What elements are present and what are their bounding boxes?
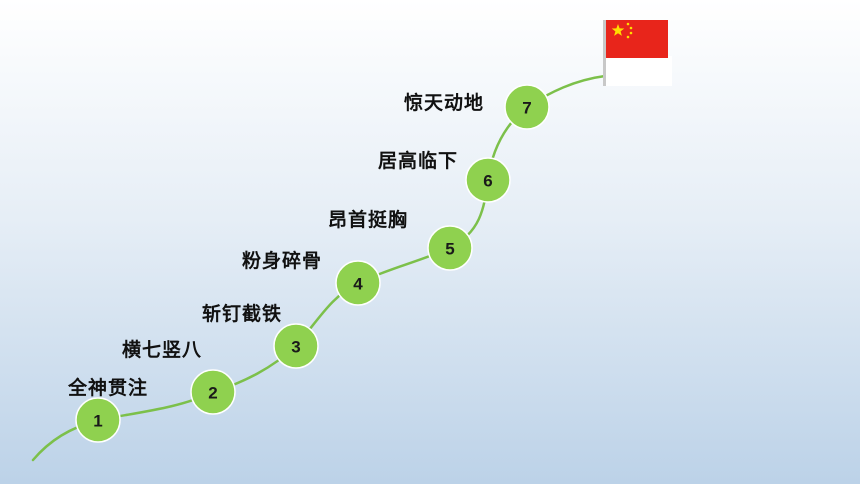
step-label: 全神贯注: [67, 376, 148, 399]
step-label: 粉身碎骨: [242, 249, 322, 272]
step-node-7: 7 惊天动地: [404, 84, 550, 130]
step-number: 4: [353, 275, 363, 294]
step-circle: [273, 323, 319, 369]
flag-big-star-icon: [611, 24, 625, 36]
step-node-6: 6 居高临下: [378, 149, 511, 203]
step-label: 斩钉截铁: [202, 302, 282, 325]
step-circle: [504, 84, 550, 130]
step-number: 3: [291, 338, 300, 357]
step-node-4: 4 粉身碎骨: [242, 249, 381, 306]
step-circle: [465, 157, 511, 203]
step-node-3: 3 斩钉截铁: [202, 302, 319, 369]
step-number: 2: [208, 384, 217, 403]
step-number: 5: [445, 240, 454, 259]
step-node-5: 5 昂首挺胸: [328, 208, 473, 271]
step-circle: [75, 397, 121, 443]
step-circle: [427, 225, 473, 271]
flag-small-star-icon: [626, 22, 630, 26]
step-label: 居高临下: [378, 149, 458, 172]
flag-white-band: [606, 56, 672, 86]
step-number: 6: [483, 172, 492, 191]
step-label: 惊天动地: [404, 91, 484, 114]
step-label: 横七竖八: [122, 338, 202, 361]
step-node-2: 2 横七竖八: [122, 338, 236, 415]
step-number: 7: [522, 99, 531, 118]
flag-pole: [603, 20, 606, 86]
step-circle: [190, 369, 236, 415]
flag-small-star-icon: [629, 26, 633, 30]
step-node-1: 1 全神贯注: [67, 376, 148, 443]
step-label: 昂首挺胸: [328, 208, 408, 231]
flag-small-star-icon: [629, 31, 633, 35]
flag-red-field: [606, 20, 668, 58]
china-flag-icon: [603, 20, 672, 86]
step-number: 1: [93, 412, 102, 431]
flag-small-star-icon: [626, 35, 630, 39]
step-circle: [335, 260, 381, 306]
